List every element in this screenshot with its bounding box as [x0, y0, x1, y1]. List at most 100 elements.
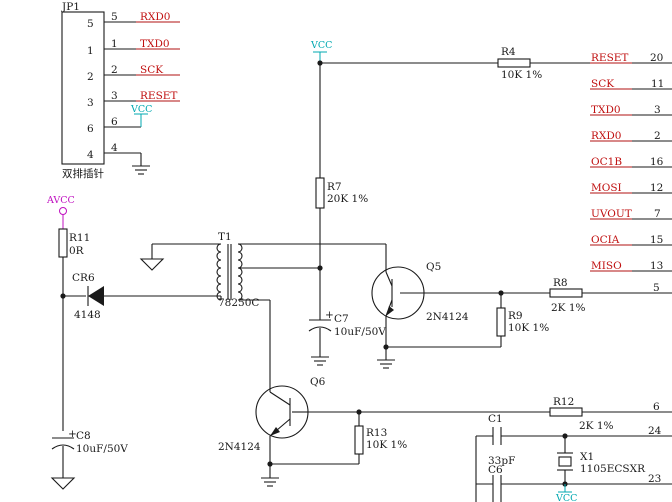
resistor-r9: R9 10K 1%	[383, 293, 549, 350]
net-pin-number: 5	[653, 282, 660, 294]
vcc-bottom: VCC	[555, 484, 577, 502]
x1-ref: X1	[580, 451, 594, 463]
net-label-row: RXD0 2	[590, 130, 672, 142]
q6-ref: Q6	[310, 376, 326, 388]
resistor-r11: R11 0R	[58, 228, 90, 258]
net-label-row: RESET 20	[590, 52, 672, 64]
r12-value: 2K 1%	[579, 420, 614, 432]
crystal-x1: X1 1105ECSXR	[557, 436, 646, 484]
ground-icon	[261, 477, 279, 487]
r13-ref: R13	[366, 427, 387, 439]
r4-value: 10K 1%	[501, 69, 542, 81]
r11-ref: R11	[69, 232, 90, 244]
r11-value: 0R	[69, 245, 85, 257]
net-pin-number: 3	[654, 104, 661, 116]
net-pin-number: 24	[648, 425, 662, 437]
net-label-txd0: TXD0	[140, 38, 170, 50]
net-label: UVOUT	[591, 208, 632, 220]
net-pin-number: 12	[650, 182, 663, 194]
resistor-r8: R8 2K 1%	[549, 277, 586, 314]
jp1-pin-number: 3	[87, 97, 94, 109]
net-pin-number: 6	[653, 401, 660, 413]
jp1-pin-number: 2	[87, 71, 94, 83]
q6-value: 2N4124	[218, 441, 261, 453]
c8-polarity: +	[68, 428, 77, 440]
resistor-r13: R13 10K 1%	[267, 412, 407, 467]
power-label-avcc: AVCC	[46, 195, 75, 206]
jp1-pin-number: 1	[87, 45, 94, 57]
jp1-body	[61, 11, 105, 165]
c1-value: 33pF	[488, 455, 515, 467]
vcc-top: VCC	[310, 40, 332, 66]
c8-value: 10uF/50V	[76, 443, 128, 455]
r9-value: 10K 1%	[508, 322, 549, 334]
jp1-pin-row: 3 3 RESET	[87, 90, 180, 109]
transistor-q6: Q6 2N4124	[218, 376, 326, 453]
c8-ref: C8	[76, 430, 91, 442]
right-net-labels: RESET 20 SCK 11 TXD0 3 RXD0 2 OC1B 16	[590, 52, 672, 272]
jp1-pin-index: 1	[111, 38, 118, 50]
jp1-pin-index: 2	[111, 64, 118, 76]
connector-jp1: JP1 5 5 RXD0 1 1 TXD0 2 2 SCK 3 3	[61, 1, 180, 180]
net-label: MOSI	[591, 182, 622, 194]
net-label-row: SCK 11	[590, 78, 672, 90]
net-pin-number: 16	[650, 156, 664, 168]
net-label: MISO	[591, 260, 622, 272]
r13-value: 10K 1%	[366, 439, 407, 451]
r7-ref: R7	[327, 181, 342, 193]
r9-ref: R9	[508, 310, 523, 322]
c1-ref: C1	[488, 413, 503, 425]
net-pin-number: 13	[650, 260, 663, 272]
net-pin-number: 15	[650, 234, 663, 246]
cr6-ref: CR6	[72, 272, 95, 284]
net-pin-number: 23	[648, 473, 661, 485]
ground-icon	[139, 258, 165, 271]
net-label-sck: SCK	[140, 64, 163, 76]
power-label-vcc: VCC	[310, 40, 332, 51]
r4-ref: R4	[501, 46, 516, 58]
net-label-row: UVOUT 7	[590, 208, 672, 220]
capacitor-c8: + C8 10uF/50V	[51, 428, 128, 455]
net-label-row: MOSI 12	[590, 182, 672, 194]
net-pin-number: 7	[654, 208, 661, 220]
jp1-pin-row: 5 5 RXD0	[87, 11, 180, 30]
net-label-rxd0: RXD0	[140, 11, 170, 23]
ground-icon	[377, 359, 395, 369]
jp1-caption: 双排插针	[62, 167, 104, 180]
net-label: RESET	[591, 52, 628, 64]
jp1-pin-index: 6	[111, 116, 118, 128]
jp1-pin-number: 5	[87, 18, 94, 30]
jp1-pin-row: 6 6 VCC	[87, 104, 152, 135]
net-label: RXD0	[591, 130, 621, 142]
power-label-vcc: VCC	[555, 493, 577, 502]
ground-icon	[311, 356, 329, 366]
q5-ref: Q5	[426, 261, 441, 273]
ground-icon	[50, 477, 76, 490]
c7-ref: C7	[334, 313, 349, 325]
net-label-row: MISO 13	[590, 260, 672, 272]
jp1-pin-row: 1 1 TXD0	[87, 38, 180, 57]
diode-cr6: CR6 4148	[72, 272, 104, 321]
t1-value: 78250C	[218, 297, 259, 309]
jp1-pin-number: 6	[87, 123, 94, 135]
net-label: SCK	[591, 78, 614, 90]
net-pin-number: 2	[654, 130, 661, 142]
t1-ref: T1	[218, 231, 232, 243]
jp1-pin-index: 3	[111, 90, 118, 102]
r8-value: 2K 1%	[551, 302, 586, 314]
net-label: TXD0	[591, 104, 621, 116]
c7-polarity: +	[325, 309, 334, 321]
jp1-pin-row: 4 4	[87, 142, 150, 175]
jp1-pin-row: 2 2 SCK	[87, 64, 180, 83]
jp1-pin-index: 5	[111, 11, 118, 23]
x1-value: 1105ECSXR	[580, 463, 646, 475]
avcc-power: AVCC	[46, 195, 75, 229]
net-label-row: OCIA 15	[590, 234, 672, 246]
r7-value: 20K 1%	[327, 193, 368, 205]
q5-value: 2N4124	[426, 311, 469, 323]
net-pin-number: 11	[651, 78, 664, 90]
c6-ref: C6	[488, 464, 503, 476]
jp1-pin-index: 4	[111, 142, 118, 154]
net-label: OC1B	[591, 156, 622, 168]
